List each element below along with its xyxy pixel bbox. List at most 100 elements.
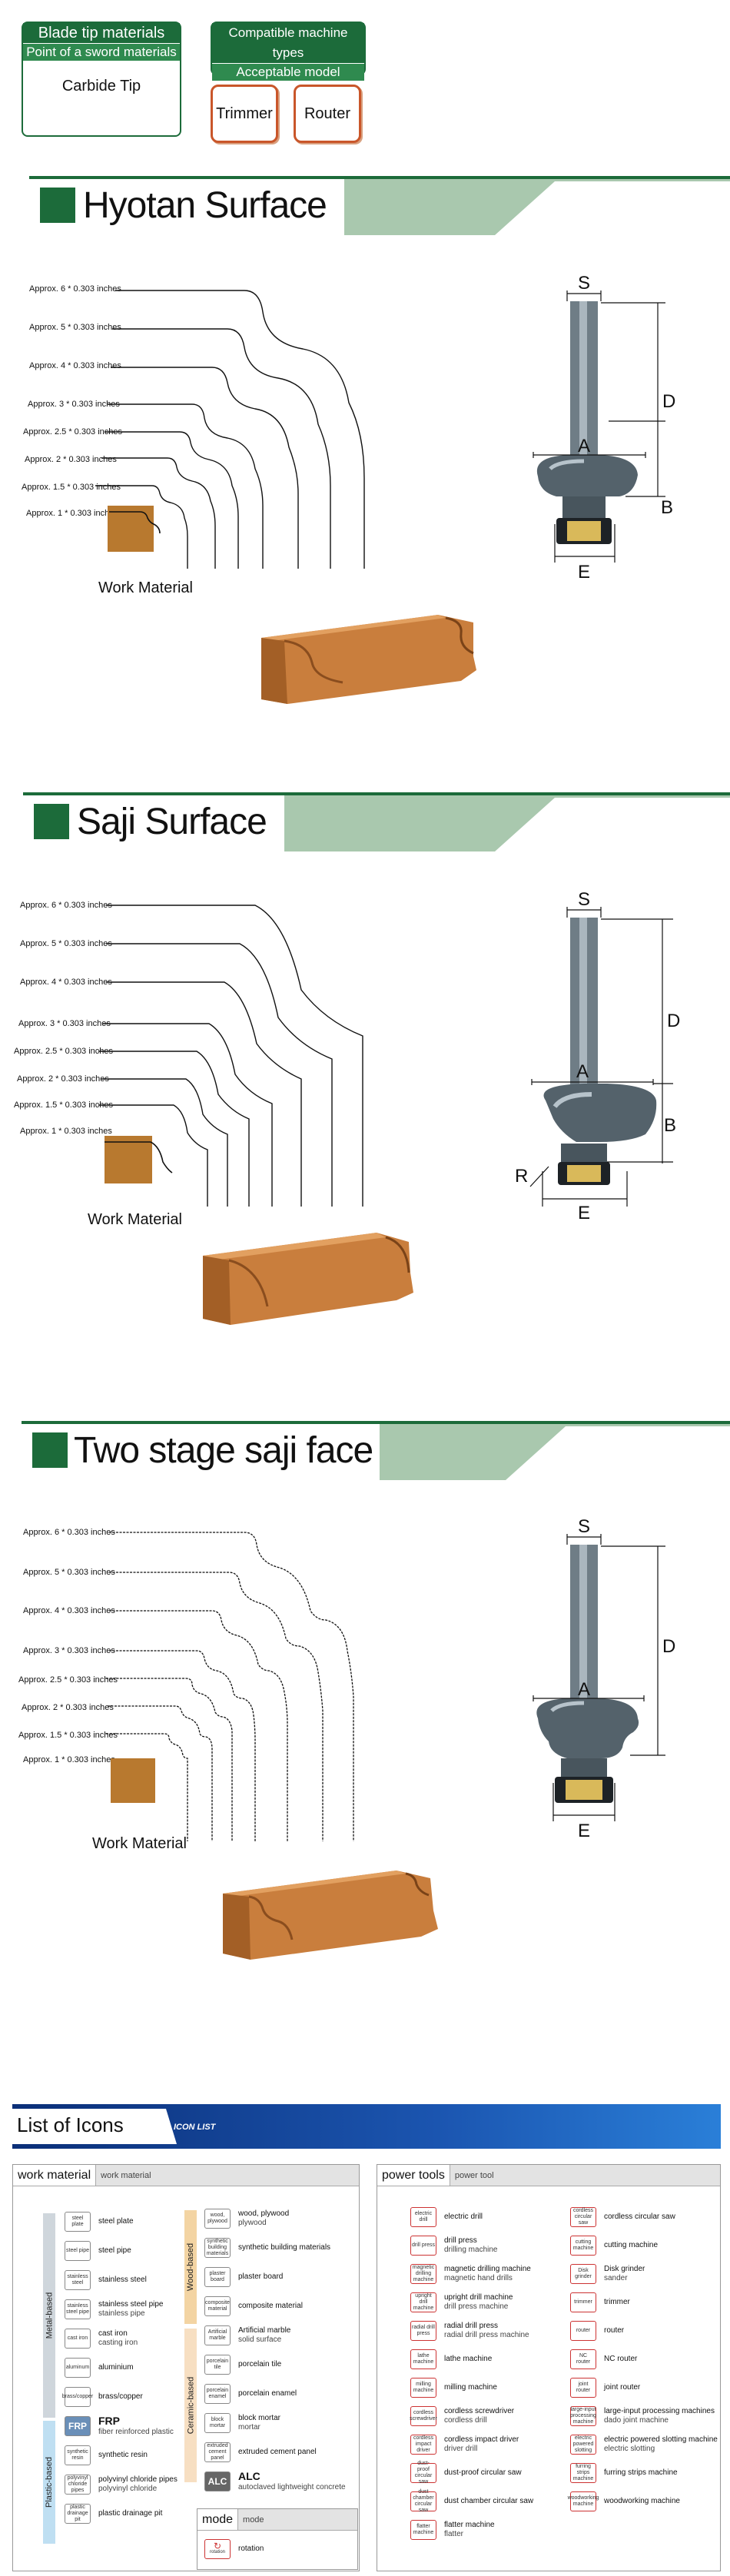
icon-label: electric drill bbox=[444, 2213, 483, 2221]
material-icon: furring strips machine bbox=[570, 2463, 596, 2483]
icon-label-group: steel pipe bbox=[98, 2246, 131, 2256]
icon-label: dust-proof circular saw bbox=[444, 2468, 522, 2477]
icon-label: Artificial marble bbox=[238, 2326, 291, 2335]
size-label: Approx. 5 * 0.303 inches bbox=[20, 939, 112, 948]
material-icon: stainless steel bbox=[65, 2270, 91, 2290]
icon-label-group: electric drill bbox=[444, 2213, 483, 2222]
material-icon: FRP bbox=[65, 2416, 91, 2436]
icon-label: ALC bbox=[238, 2469, 260, 2482]
material-icon: extruded cement panel bbox=[204, 2442, 231, 2462]
section-title-hyotan: Hyotan Surface bbox=[83, 185, 327, 226]
material-icon: ALC bbox=[204, 2471, 231, 2491]
material-icon: block mortar bbox=[204, 2413, 231, 2433]
material-icon: polyvinyl chloride pipes bbox=[65, 2475, 91, 2495]
material-icon: Disk grinder bbox=[570, 2264, 596, 2284]
material-icon: synthetic resin bbox=[65, 2445, 91, 2465]
icon-label: porcelain enamel bbox=[238, 2389, 297, 2398]
size-label: Approx. 4 * 0.303 inches bbox=[29, 361, 121, 370]
category-wood: Wood-based bbox=[184, 2210, 197, 2324]
icon-sublabel: driver drill bbox=[444, 2445, 478, 2453]
icon-label-group: dust-proof circular saw bbox=[444, 2468, 522, 2478]
icon-label-group: steel plate bbox=[98, 2217, 134, 2226]
router-bit-drawing: S D A B E bbox=[533, 273, 675, 583]
icon-label-group: porcelain enamel bbox=[238, 2389, 297, 2398]
two-stage-profile-drawing bbox=[106, 1532, 354, 1841]
size-label: Approx. 1.5 * 0.303 inches bbox=[22, 483, 121, 492]
material-icon: upright drill machine bbox=[410, 2292, 436, 2312]
material-icon: electric drill bbox=[410, 2207, 436, 2227]
saji-profile-drawing bbox=[98, 905, 363, 1207]
blade-tip-title: Blade tip materials bbox=[23, 23, 180, 43]
dim-S: S bbox=[578, 273, 590, 294]
machine-types-subtitle: Acceptable model bbox=[212, 63, 364, 81]
icon-label-group: NC router bbox=[604, 2355, 637, 2364]
material-icon: router bbox=[570, 2321, 596, 2341]
material-icon: cordless screwdriver bbox=[410, 2406, 437, 2426]
icon-label: cordless impact driver bbox=[444, 2435, 519, 2444]
icon-label: steel pipe bbox=[98, 2246, 131, 2255]
icon-label: plastic drainage pit bbox=[98, 2509, 163, 2518]
icon-sublabel: solid surface bbox=[238, 2335, 282, 2344]
icon-label-group: cutting machine bbox=[604, 2241, 658, 2250]
icon-sublabel: autoclaved lightweight concrete bbox=[238, 2482, 346, 2491]
size-label: Approx. 2 * 0.303 inches bbox=[25, 455, 117, 464]
icon-label: wood, plywood bbox=[238, 2209, 290, 2218]
icon-list-item: magnetic drilling machine magnetic drilli… bbox=[410, 2261, 531, 2287]
dim-D: D bbox=[662, 391, 675, 412]
section-header-saji bbox=[23, 792, 730, 851]
icon-label: electric powered slotting machine bbox=[604, 2435, 718, 2444]
machine-types-title: Compatible machine types bbox=[212, 23, 364, 63]
icon-label: magnetic drilling machine bbox=[444, 2265, 531, 2273]
dim-E: E bbox=[578, 562, 590, 583]
router-bit-drawing: S D A E bbox=[533, 1516, 675, 1841]
dim-B: B bbox=[664, 1115, 676, 1136]
icon-label: synthetic resin bbox=[98, 2451, 148, 2459]
icon-label: stainless steel bbox=[98, 2276, 147, 2284]
icon-label: lathe machine bbox=[444, 2355, 493, 2363]
dim-D: D bbox=[667, 1011, 680, 1031]
icon-sublabel: radial drill press machine bbox=[444, 2331, 529, 2339]
material-icon: electric powered slotting bbox=[570, 2435, 596, 2455]
size-label: Approx. 6 * 0.303 inches bbox=[20, 901, 112, 910]
material-icon: dust-proof circular saw bbox=[410, 2461, 436, 2485]
icon-label-group: router bbox=[604, 2326, 624, 2335]
dim-D: D bbox=[662, 1636, 675, 1657]
category-ceramic: Ceramic-based bbox=[184, 2329, 197, 2482]
icon-label: joint router bbox=[604, 2383, 641, 2392]
machine-router: Router bbox=[294, 85, 361, 143]
hyotan-profile-drawing bbox=[95, 290, 365, 569]
mode-panel-header: mode mode bbox=[197, 2509, 357, 2531]
dim-R: R bbox=[515, 1166, 528, 1187]
material-icon: large-input processing machine bbox=[570, 2406, 596, 2426]
material-icon: composite material bbox=[204, 2296, 231, 2316]
size-label: Approx. 2.5 * 0.303 inches bbox=[14, 1047, 114, 1056]
icon-label: cordless screwdriver bbox=[444, 2407, 515, 2415]
material-icon: synthetic building materials bbox=[204, 2238, 231, 2258]
dim-A: A bbox=[578, 436, 590, 456]
icon-sublabel: cordless drill bbox=[444, 2416, 487, 2425]
icon-label: synthetic building materials bbox=[238, 2243, 331, 2252]
work-material-header-sub: work material bbox=[101, 2170, 151, 2180]
saji-wood-sample bbox=[203, 1233, 413, 1325]
icon-list-item: router router bbox=[570, 2318, 624, 2344]
icon-label-group: joint router bbox=[604, 2383, 640, 2392]
icon-list-item: synthetic building materials synthetic bu… bbox=[204, 2235, 330, 2261]
material-icon: magnetic drilling machine bbox=[410, 2264, 436, 2284]
size-label: Approx. 5 * 0.303 inches bbox=[29, 323, 121, 332]
rotation-label: rotation bbox=[238, 2544, 264, 2553]
icon-label-group: stainless steel bbox=[98, 2276, 147, 2285]
material-icon: milling machine bbox=[410, 2378, 436, 2398]
icon-label-group: lathe machine bbox=[444, 2355, 492, 2364]
icon-label-group: dust chamber circular saw bbox=[444, 2497, 533, 2506]
